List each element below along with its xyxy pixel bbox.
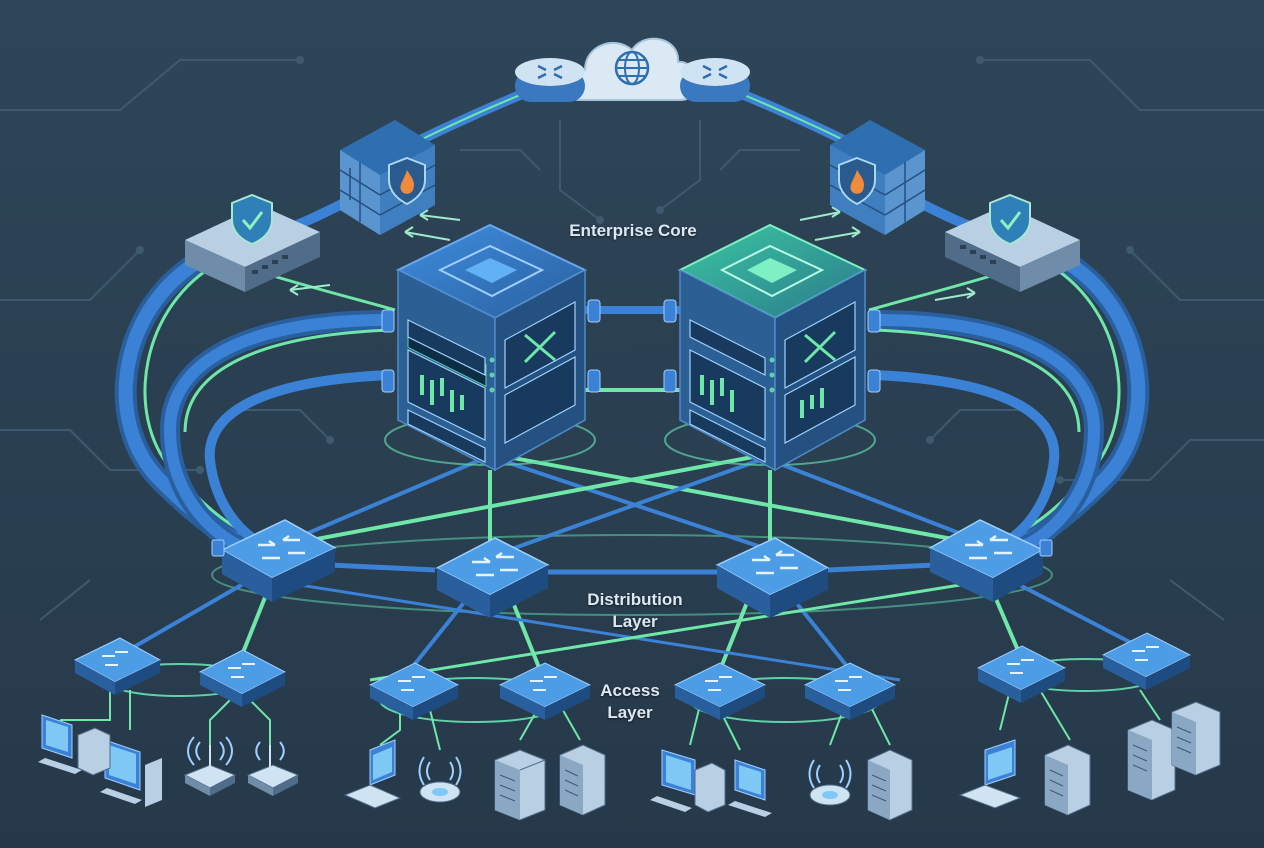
edge-router-left-icon: [515, 58, 585, 102]
access-label-line2: Layer: [607, 703, 653, 722]
laptop-icon: [958, 739, 1022, 809]
access-label-line1: Access: [600, 681, 660, 700]
distribution-switch-2-icon: [435, 537, 550, 618]
traffic-arrows: [289, 206, 976, 301]
wireless-ap-icon: [418, 756, 462, 803]
server-icon: [559, 744, 606, 816]
firewall-right-icon: [829, 120, 926, 235]
server-icon: [1171, 701, 1221, 776]
server-icon: [77, 727, 111, 776]
access-layer-label: Access Layer: [575, 680, 685, 724]
edge-router-right-icon: [680, 58, 750, 102]
server-icon: [494, 749, 546, 821]
wireless-ap-icon: [246, 741, 300, 796]
access-switch-4-icon: [498, 662, 592, 720]
access-switches: [73, 632, 1192, 720]
access-switch-7-icon: [976, 645, 1067, 703]
server-icon: [694, 762, 726, 813]
distribution-layer-label: Distribution Layer: [560, 589, 710, 633]
security-appliance-left-icon: [185, 193, 320, 292]
access-switch-6-icon: [803, 662, 897, 720]
server-icon: [867, 749, 913, 821]
laptop-icon: [343, 739, 402, 809]
outer-cable-bundle-right: [873, 245, 1150, 558]
endpoints: [38, 701, 1221, 821]
core-layer-label: Enterprise Core: [569, 221, 697, 240]
wireless-ap-icon: [183, 736, 237, 796]
distribution-switch-3-icon: [715, 537, 830, 618]
access-switch-8-icon: [1101, 632, 1192, 690]
outer-cable-bundle-left: [114, 245, 391, 558]
access-switch-1-icon: [73, 637, 162, 695]
core-switch-left-icon: [381, 223, 601, 472]
server-icon: [1127, 719, 1176, 801]
distribution-ring: [211, 534, 1053, 616]
desktop-icon: [100, 739, 162, 807]
distribution-switch-1-icon: [211, 519, 337, 602]
desktop-icon: [728, 759, 772, 817]
wireless-ap-icon: [808, 759, 852, 806]
security-appliance-right-icon: [945, 193, 1080, 292]
distribution-label-line1: Distribution: [587, 590, 683, 609]
firewall-left-icon: [339, 120, 436, 235]
access-switch-3-icon: [368, 662, 460, 720]
server-icon: [1044, 744, 1091, 816]
access-switch-2-icon: [198, 649, 287, 707]
circuit-nodes: [136, 56, 1134, 484]
circuit-traces: [0, 59, 1264, 621]
desktop-icon: [650, 749, 696, 812]
desktop-icon: [38, 714, 82, 774]
access-switch-5-icon: [673, 662, 767, 720]
distribution-switch-4-icon: [928, 519, 1053, 602]
core-switch-right-icon: [663, 223, 881, 472]
distribution-label-line2: Layer: [612, 612, 658, 631]
distribution-access-links: [119, 578, 1146, 682]
core-distribution-links: [279, 306, 991, 575]
